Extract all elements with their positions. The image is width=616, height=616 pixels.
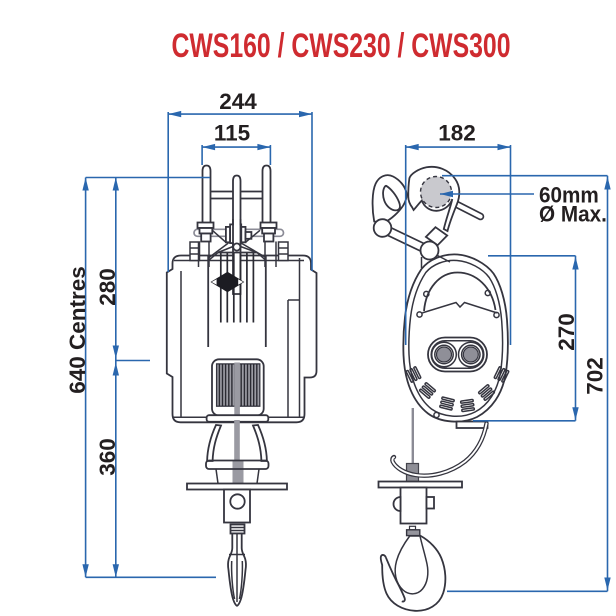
svg-text:702: 702 [583,357,608,395]
svg-text:60mm: 60mm [539,182,599,208]
svg-text:Ø Max.: Ø Max. [539,201,607,227]
svg-text:640 Centres: 640 Centres [65,266,90,394]
svg-text:182: 182 [438,121,476,146]
svg-text:270: 270 [554,313,579,351]
svg-text:244: 244 [219,89,257,114]
svg-text:280: 280 [95,268,120,306]
svg-text:115: 115 [214,121,250,146]
svg-text:CWS160 / CWS230 / CWS300: CWS160 / CWS230 / CWS300 [172,27,511,65]
svg-text:360: 360 [95,438,120,476]
